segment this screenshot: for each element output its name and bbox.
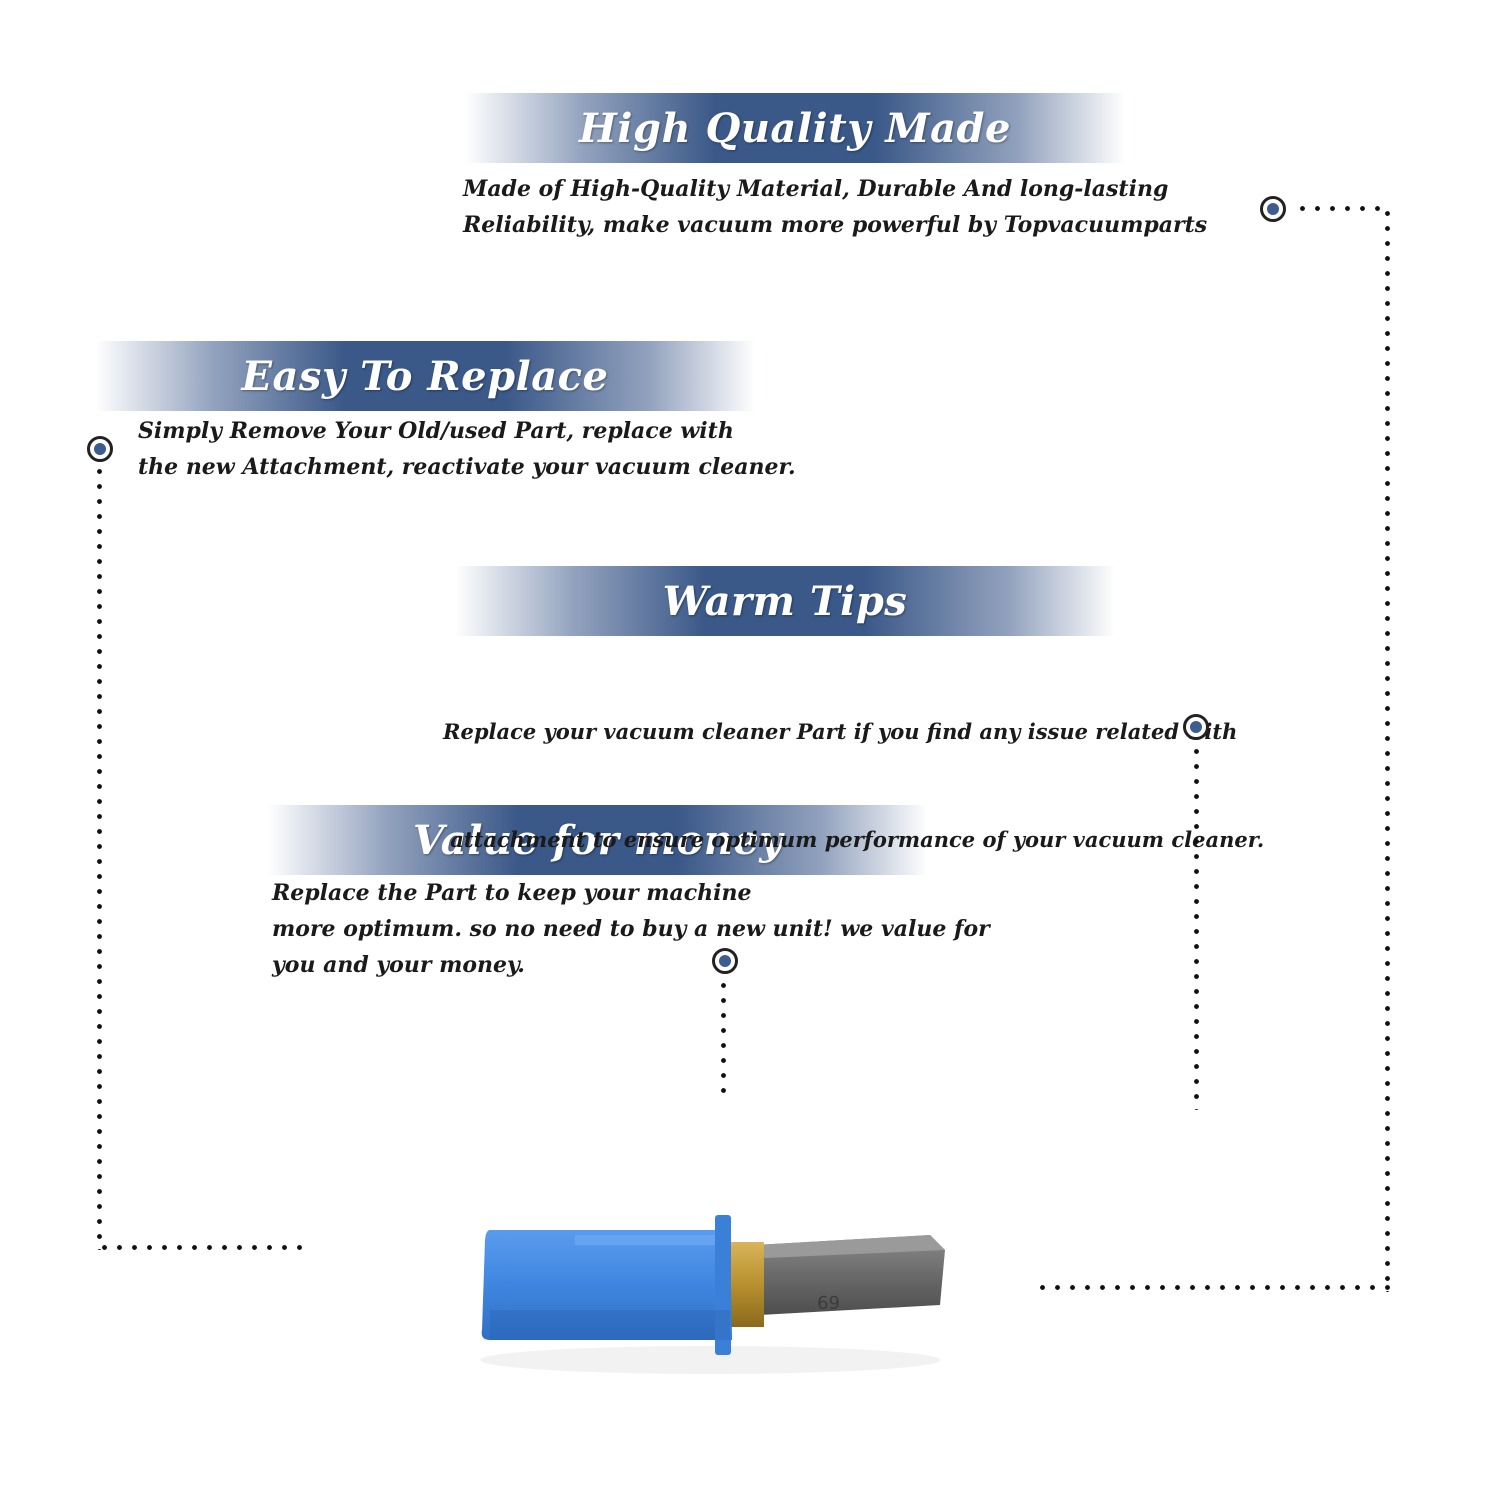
desc-line: Made of High-Quality Material, Durable A… bbox=[463, 176, 1169, 202]
carbon-stamp: 69 bbox=[817, 1291, 840, 1312]
desc-line: Replace the Part to keep your machine bbox=[272, 880, 752, 906]
connector-high-quality-top bbox=[1295, 206, 1390, 211]
housing-ridge bbox=[575, 1235, 715, 1245]
connector-easy-replace-left bbox=[97, 464, 102, 1250]
connector-high-quality-bottom bbox=[1035, 1285, 1390, 1290]
banner-title: Warm Tips bbox=[662, 577, 908, 625]
connector-value-money bbox=[721, 978, 726, 1093]
housing-shade bbox=[490, 1310, 730, 1340]
connector-high-quality-right bbox=[1385, 206, 1390, 1292]
desc-line: the new Attachment, reactivate your vacu… bbox=[138, 454, 796, 480]
desc-easy-replace: Simply Remove Your Old/used Part, replac… bbox=[138, 413, 796, 485]
carbon-block-top bbox=[755, 1235, 945, 1258]
desc-line: attachment to ensure optimum performance… bbox=[443, 827, 1265, 852]
marker-dot-warm-tips bbox=[1183, 714, 1209, 740]
marker-dot-easy-replace bbox=[87, 436, 113, 462]
desc-warm-tips: Replace your vacuum cleaner Part if you … bbox=[443, 642, 1264, 894]
brass-collar bbox=[728, 1242, 764, 1327]
product-shadow bbox=[480, 1346, 940, 1374]
desc-value-money: Replace the Part to keep your machine mo… bbox=[272, 875, 990, 983]
desc-line: Replace your vacuum cleaner Part if you … bbox=[443, 719, 1238, 744]
carbon-brush-illustration: 69 bbox=[480, 1215, 945, 1374]
banner-title: Value for money bbox=[412, 816, 784, 864]
banner-title: High Quality Made bbox=[579, 104, 1011, 152]
banner-title: Easy To Replace bbox=[241, 352, 609, 400]
desc-high-quality: Made of High-Quality Material, Durable A… bbox=[463, 171, 1207, 243]
banner-warm-tips: Warm Tips bbox=[455, 566, 1115, 636]
connector-warm-tips bbox=[1194, 744, 1199, 1110]
banner-high-quality: High Quality Made bbox=[465, 93, 1125, 163]
desc-line: Reliability, make vacuum more powerful b… bbox=[463, 212, 1208, 238]
desc-line: more optimum. so no need to buy a new un… bbox=[272, 916, 990, 942]
banner-easy-replace: Easy To Replace bbox=[95, 341, 755, 411]
desc-line: you and your money. bbox=[272, 952, 525, 978]
connector-easy-replace-bottom bbox=[97, 1245, 302, 1250]
marker-dot-high-quality bbox=[1260, 196, 1286, 222]
banner-value-money: Value for money bbox=[268, 805, 928, 875]
blue-housing bbox=[481, 1230, 732, 1340]
desc-line: Simply Remove Your Old/used Part, replac… bbox=[138, 418, 734, 444]
housing-flange bbox=[715, 1215, 731, 1355]
marker-dot-value-money bbox=[712, 948, 738, 974]
